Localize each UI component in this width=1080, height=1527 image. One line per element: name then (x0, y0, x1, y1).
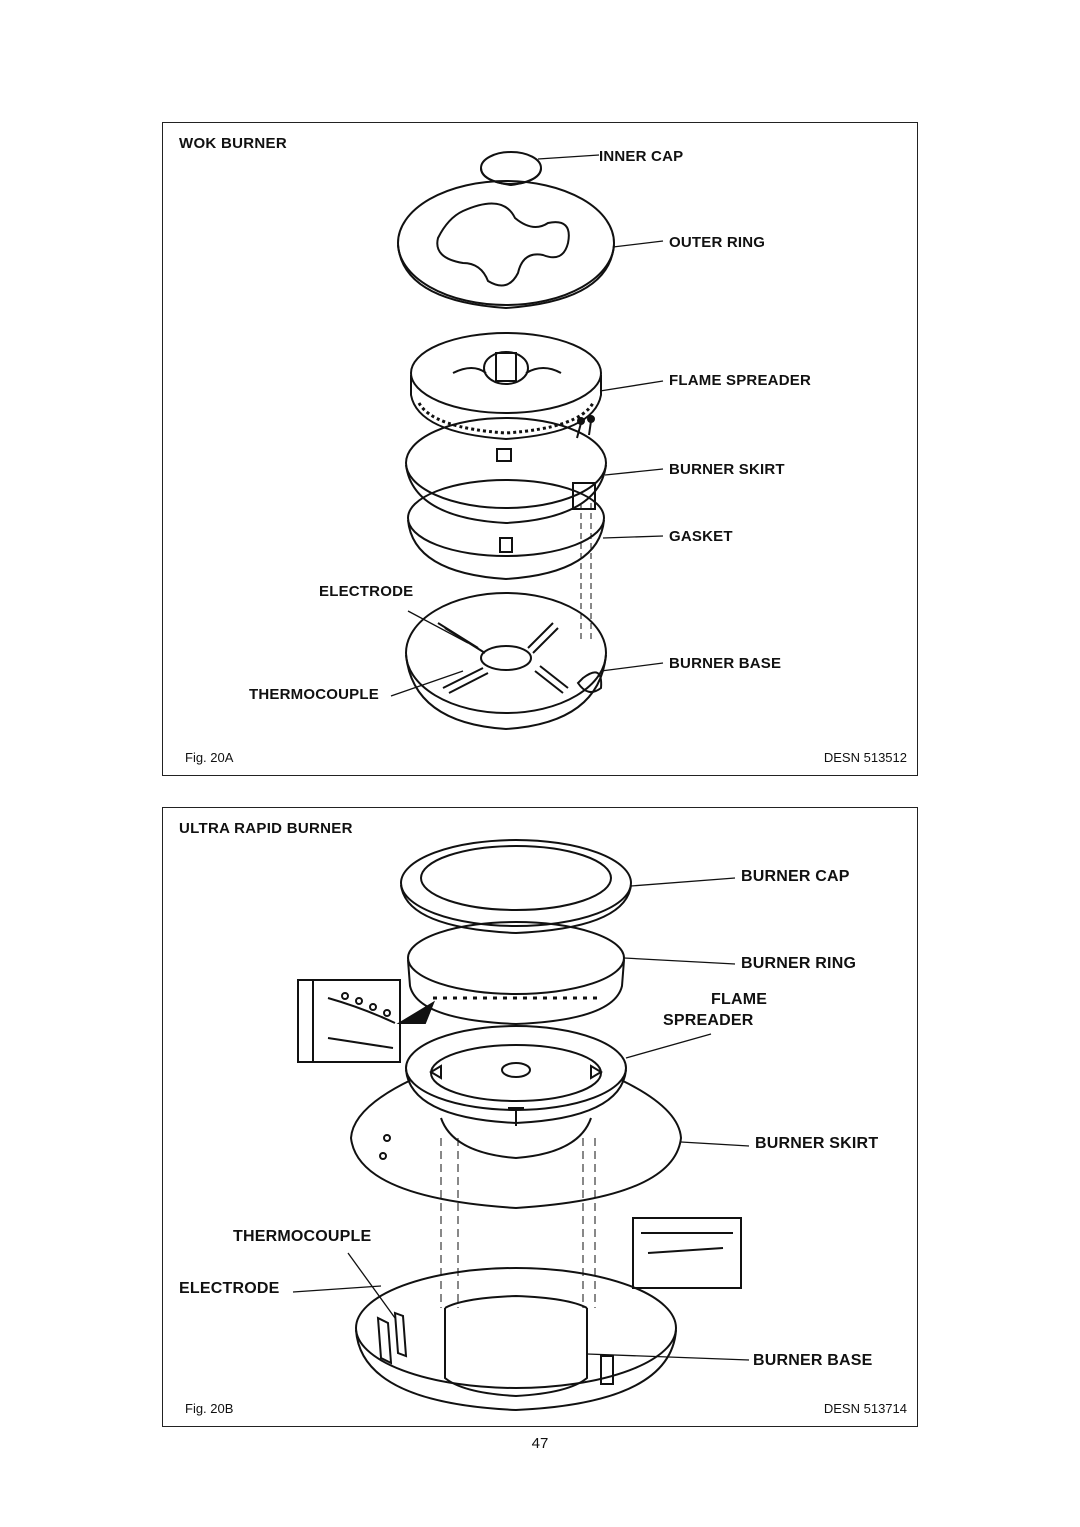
screws-drawing (576, 415, 595, 439)
figure-20a-title: WOK BURNER (179, 135, 287, 152)
label-electrode: ELECTRODE (319, 583, 414, 600)
figure-20a-panel: WOK BURNER (162, 122, 918, 776)
label-flame: FLAME (711, 991, 768, 1008)
burner-skirt-drawing (405, 417, 607, 525)
leader-lines (292, 877, 750, 1361)
burner-cap-drawing (400, 839, 632, 935)
burner-ring-drawing (407, 921, 625, 1026)
ultra-rapid-burner-exploded-diagram (292, 839, 750, 1412)
label-thermocouple: THERMOCOUPLE (233, 1228, 372, 1245)
label-flame-spreader: FLAME SPREADER (669, 372, 811, 389)
burner-base-drawing (355, 1267, 677, 1412)
inset-detail-drawing (297, 979, 436, 1063)
flame-spreader-drawing (405, 1025, 627, 1126)
label-thermocouple: THERMOCOUPLE (249, 686, 379, 703)
label-spreader: SPREADER (663, 1012, 754, 1029)
page-number: 47 (531, 1435, 549, 1452)
label-burner-skirt: BURNER SKIRT (755, 1135, 879, 1152)
figure-20b-number: Fig. 20B (185, 1401, 234, 1416)
label-gasket: GASKET (669, 528, 733, 545)
figure-20a-number: Fig. 20A (185, 750, 234, 765)
figure-20b-design-code: DESN 513714 (823, 1401, 907, 1416)
gasket-drawing (407, 479, 605, 581)
burner-base-drawing (405, 592, 607, 731)
inner-cap-drawing (480, 151, 542, 187)
figure-20a-design-code: DESN 513512 (823, 750, 907, 765)
figure-20b-title: ULTRA RAPID BURNER (179, 820, 353, 837)
figure-20b-panel: ULTRA RAPID BURNER (162, 807, 918, 1427)
label-outer-ring: OUTER RING (669, 234, 766, 251)
label-inner-cap: INNER CAP (599, 148, 684, 165)
wok-burner-exploded-diagram (390, 151, 664, 731)
flame-spreader-drawing (410, 332, 602, 441)
burner-skirt-drawing (349, 1079, 742, 1289)
label-burner-base: BURNER BASE (753, 1352, 873, 1369)
leader-lines (390, 154, 664, 697)
label-electrode: ELECTRODE (179, 1280, 280, 1297)
label-burner-base: BURNER BASE (669, 655, 782, 672)
label-burner-skirt: BURNER SKIRT (669, 461, 785, 478)
label-burner-ring: BURNER RING (741, 955, 857, 972)
label-burner-cap: BURNER CAP (741, 868, 850, 885)
outer-ring-drawing (397, 180, 615, 310)
